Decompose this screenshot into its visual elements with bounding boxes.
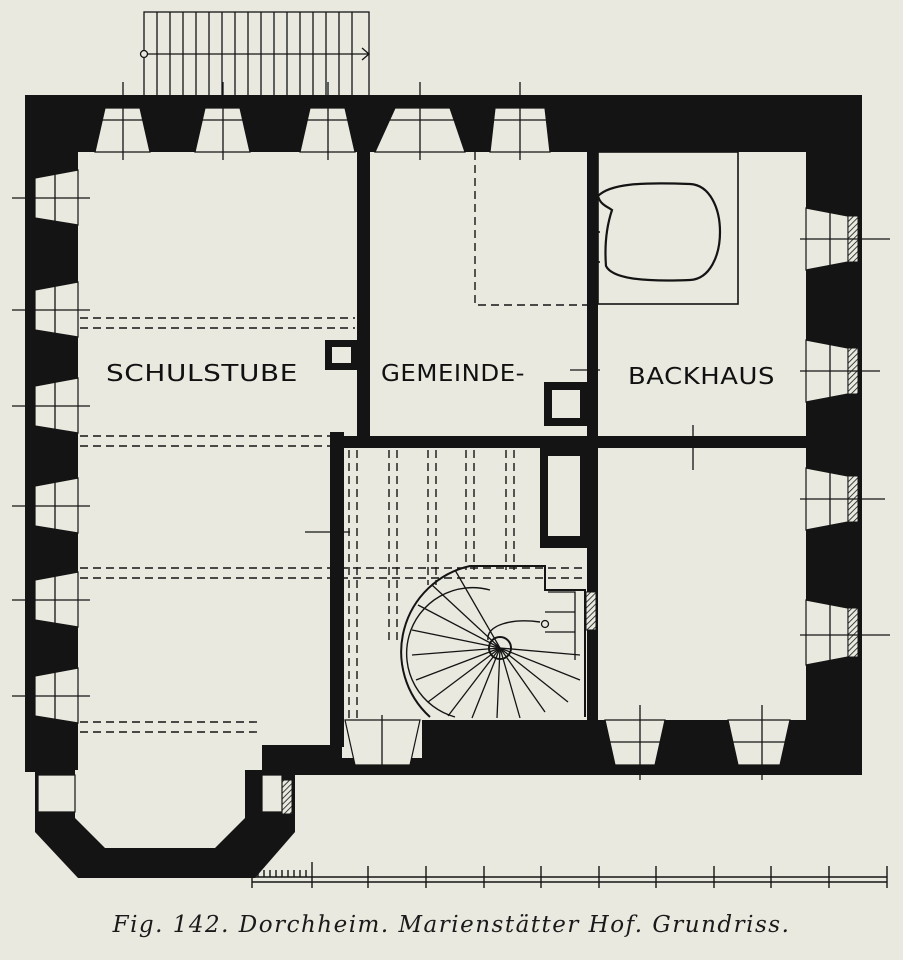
room-labels: SCHULSTUBE GEMEINDE- BACKHAUS bbox=[106, 361, 775, 390]
flues bbox=[325, 340, 588, 426]
bottom-windows bbox=[37, 719, 791, 813]
entrance-steps bbox=[139, 11, 370, 97]
beam-lines bbox=[80, 152, 588, 733]
label-schulstube: SCHULSTUBE bbox=[106, 361, 298, 387]
schulstube-floor bbox=[75, 152, 357, 848]
bake-oven bbox=[592, 151, 739, 305]
label-gemeinde: GEMEINDE- bbox=[381, 361, 525, 387]
window-marks bbox=[12, 82, 890, 780]
label-backhaus: BACKHAUS bbox=[628, 364, 775, 390]
backhaus-lower-floor bbox=[598, 448, 806, 720]
figure-caption: Fig. 142. Dorchheim. Marienstätter Hof. … bbox=[112, 912, 791, 938]
spiral-stair bbox=[400, 565, 586, 719]
room-floors bbox=[75, 152, 806, 848]
scale-bar bbox=[251, 862, 888, 888]
backhaus-floor bbox=[598, 152, 806, 438]
interior-walls bbox=[330, 140, 806, 747]
